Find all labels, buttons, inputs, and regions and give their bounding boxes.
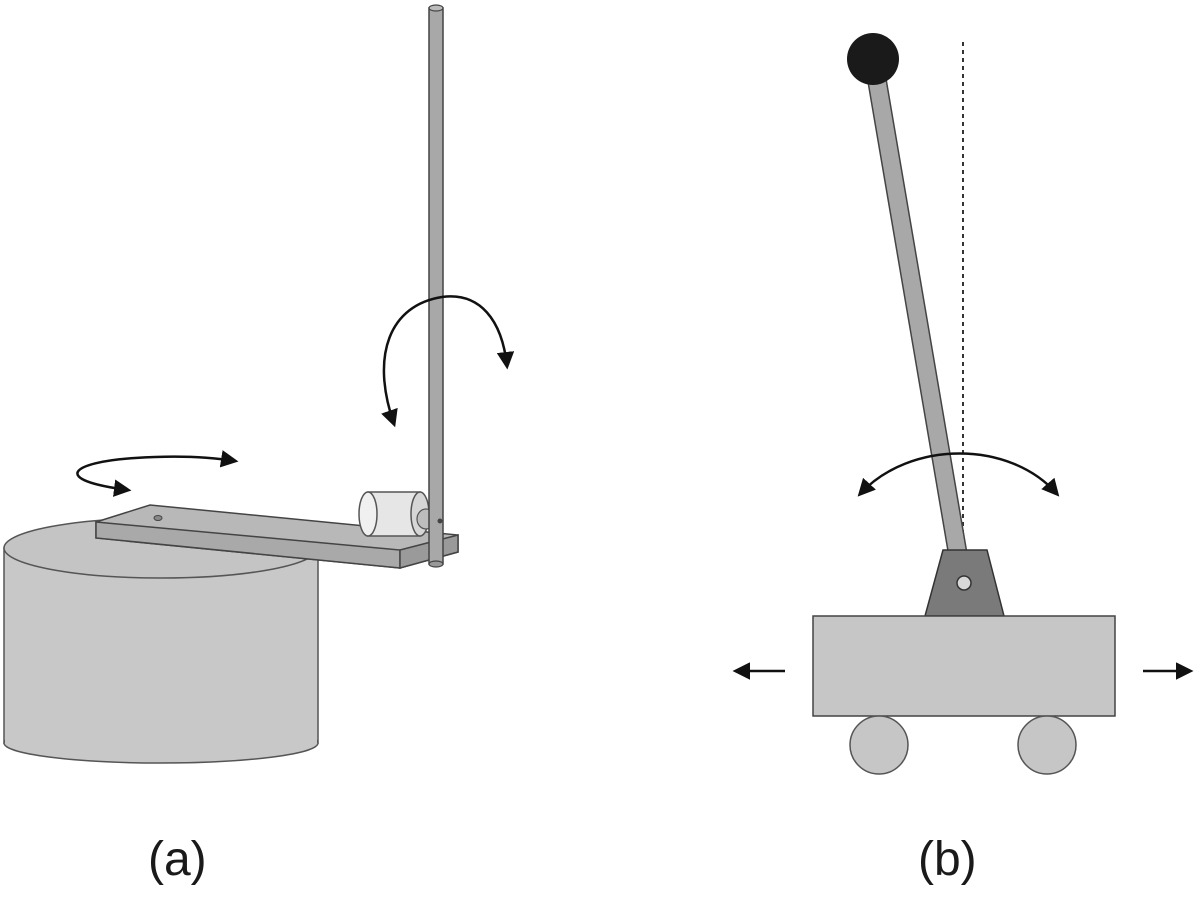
pendulum-rotation-arrow-icon	[381, 295, 515, 428]
pivot-joint	[956, 575, 972, 591]
pendulum-bob	[847, 33, 899, 85]
cart-wheel-left	[849, 715, 909, 775]
rotary-pendulum-figure	[3, 4, 515, 764]
caption-b: (b)	[918, 833, 977, 886]
arm-rotation-arrow-icon	[76, 450, 239, 497]
pendulum-rod	[428, 4, 444, 568]
cart-pole-figure	[732, 33, 1194, 775]
tilted-pendulum-rod	[865, 66, 973, 587]
cart-body	[812, 615, 1116, 717]
cart-wheel-right	[1017, 715, 1077, 775]
swing-arrow-icon	[857, 452, 1060, 497]
caption-a: (a)	[148, 833, 207, 886]
motor-cylinder	[358, 491, 436, 537]
